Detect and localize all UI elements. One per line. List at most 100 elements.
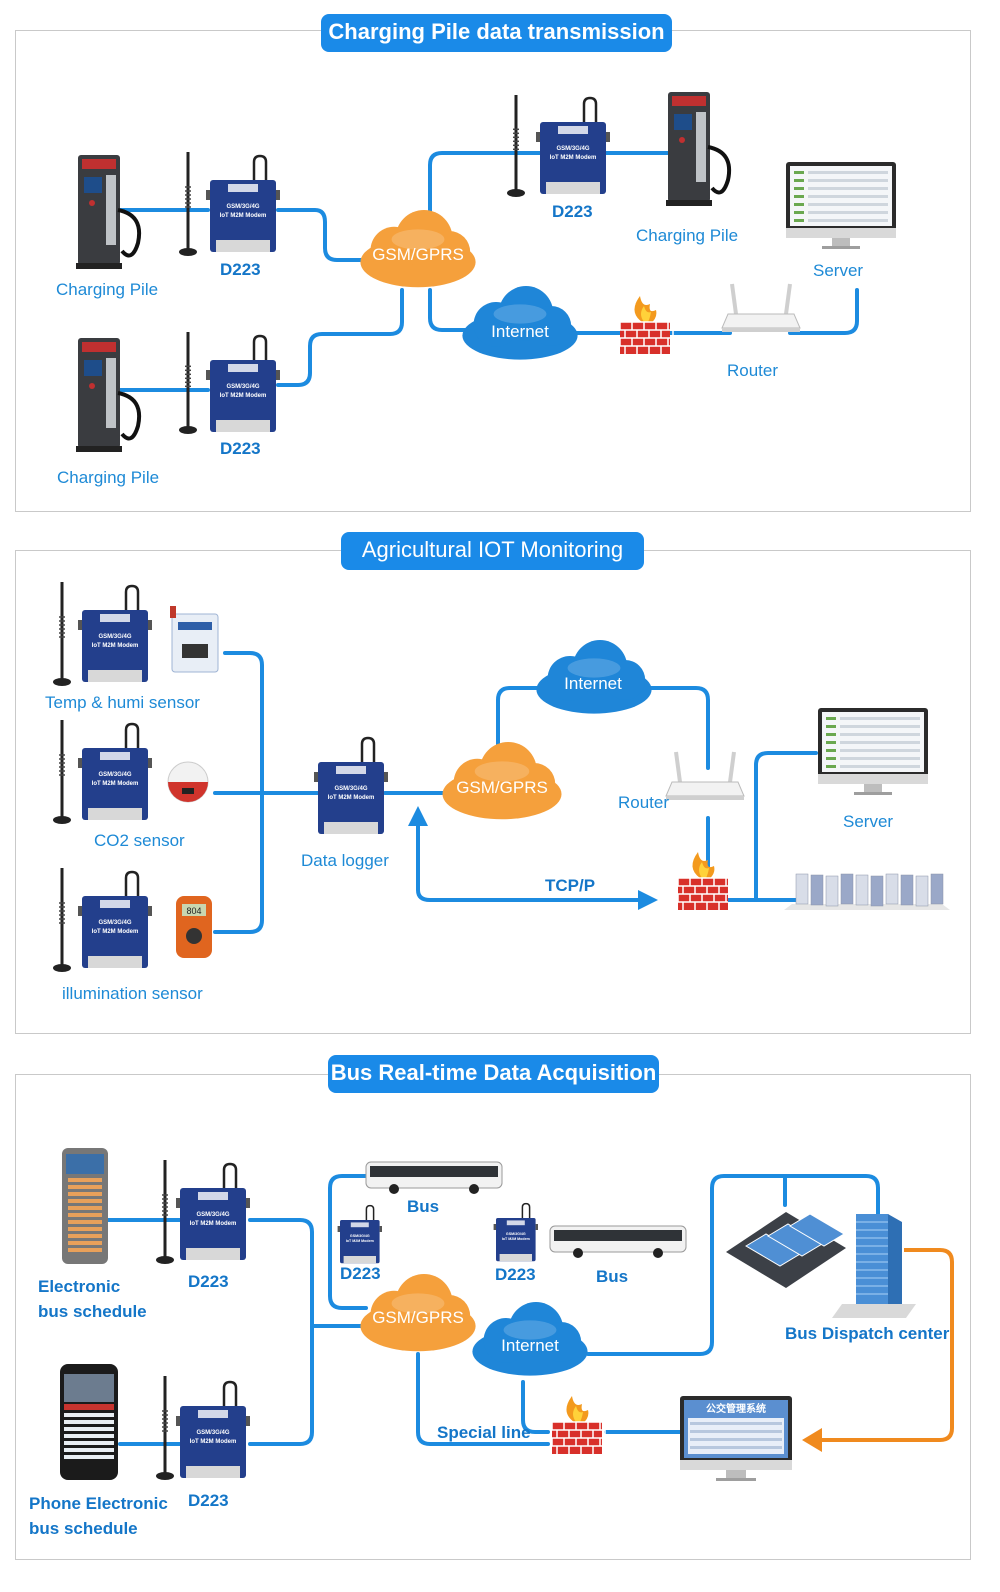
label-d223-7: D223 (495, 1265, 536, 1284)
cloud-internet-icon-2 (536, 640, 652, 714)
section-title-bus: Bus Real-time Data Acquisition (328, 1055, 659, 1093)
firewall-icon-1 (619, 296, 674, 354)
arrow-right-icon (638, 890, 658, 910)
line-gsm-internet (428, 288, 472, 332)
label-bus-1: Bus (407, 1197, 440, 1216)
svg-text:GSM/3G/4G: GSM/3G/4G (98, 772, 131, 778)
temp-sensor-icon (170, 606, 219, 673)
antenna-icon-1 (179, 152, 197, 256)
antenna-icon-7 (156, 1160, 174, 1264)
line-internet-router2 (646, 686, 710, 770)
svg-text:GSM/3G/4G: GSM/3G/4G (334, 786, 367, 792)
svg-text:GSM/3G/4G: GSM/3G/4G (98, 634, 131, 640)
label-d223-1: D223 (220, 260, 261, 279)
label-electronic-2: bus schedule (38, 1302, 147, 1321)
line-modem1-gsm (276, 208, 368, 262)
phone-schedule-icon (60, 1364, 118, 1480)
label-d223-5: D223 (188, 1491, 229, 1510)
svg-text:IoT M2M Modem: IoT M2M Modem (190, 1221, 237, 1227)
firewall-icon-2 (677, 852, 732, 910)
bus-icon-1 (365, 1161, 503, 1194)
antenna-icon-8 (156, 1376, 174, 1480)
line-router-server (788, 288, 859, 335)
data-logger-icon: GSM/3G/4G IoT M2M Modem (314, 736, 388, 834)
label-tcpip: TCP/P (545, 876, 596, 895)
label-phone-1: Phone Electronic (29, 1494, 168, 1513)
cloud-internet-label-3: Internet (501, 1336, 559, 1355)
svg-text:IoT M2M Modem: IoT M2M Modem (220, 213, 267, 219)
line-modem-bus-gsm (248, 1218, 314, 1446)
line-gsm-internet2 (496, 686, 542, 747)
dispatch-building-icon (832, 1214, 916, 1318)
cloud-internet-icon-1 (462, 286, 578, 360)
label-server-1: Server (813, 261, 864, 280)
label-router-1: Router (727, 361, 779, 380)
electronic-schedule-icon (62, 1148, 108, 1264)
label-d223-6: D223 (340, 1264, 381, 1283)
label-electronic-1: Electronic (38, 1277, 121, 1296)
svg-text:GSM/3G/4G: GSM/3G/4G (226, 384, 259, 390)
cloud-internet-icon-3 (472, 1302, 588, 1376)
label-charging-pile-1: Charging Pile (56, 280, 159, 299)
svg-text:IoT M2M Modem: IoT M2M Modem (92, 929, 139, 935)
server-icon-1 (786, 162, 896, 249)
firewall-icon-3 (551, 1396, 606, 1454)
label-dispatch: Bus Dispatch center (785, 1324, 950, 1343)
router-icon-2 (665, 751, 745, 800)
label-illum-sensor: illumination sensor (62, 984, 203, 1003)
charging-pile-icon-3 (666, 92, 731, 206)
antenna-icon-3 (507, 95, 525, 197)
cloud-internet-label-2: Internet (564, 674, 622, 693)
label-data-logger: Data logger (301, 851, 389, 870)
line-internet-firewall3 (521, 1380, 550, 1434)
cloud-internet-label-1: Internet (491, 322, 549, 341)
dispatch-campus-icon (726, 1212, 846, 1288)
svg-text:GSM/3G/4G: GSM/3G/4G (196, 1212, 229, 1218)
co2-sensor-icon (167, 761, 209, 803)
modem-icon-3: GSM/3G/4G IoT M2M Modem (536, 96, 610, 194)
line-gsm-special (416, 1352, 550, 1446)
line-logger-tcp (416, 818, 642, 902)
bus-icon-2 (549, 1225, 687, 1258)
label-temp-sensor: Temp & humi sensor (45, 693, 200, 712)
line-internet-dispatch (586, 1174, 880, 1356)
svg-text:GSM/3G/4G: GSM/3G/4G (350, 1234, 370, 1238)
panel-charging-pile (15, 30, 971, 512)
charging-pile-icon-1 (76, 155, 141, 269)
antenna-icon-5 (53, 720, 71, 824)
line-dispatch-monitor-orange (820, 1248, 954, 1442)
cloud-gsm-label-2: GSM/GPRS (456, 778, 548, 797)
label-d223-4: D223 (188, 1272, 229, 1291)
svg-text:IoT M2M Modem: IoT M2M Modem (328, 795, 375, 801)
antenna-icon-4 (53, 582, 71, 686)
cloud-gsm-icon-1 (360, 210, 476, 288)
svg-text:GSM/3G/4G: GSM/3G/4G (556, 146, 589, 152)
svg-text:IoT M2M Modem: IoT M2M Modem (190, 1439, 237, 1445)
cloud-gsm-icon-3 (360, 1274, 476, 1352)
label-phone-2: bus schedule (29, 1519, 138, 1538)
line-gsm-bus1 (328, 1174, 370, 1310)
svg-text:IoT M2M Modem: IoT M2M Modem (550, 155, 597, 161)
label-d223-3: D223 (552, 202, 593, 221)
label-charging-pile-3: Charging Pile (636, 226, 739, 245)
svg-text:IoT M2M Modem: IoT M2M Modem (502, 1237, 530, 1241)
cloud-gsm-icon-2 (442, 742, 562, 820)
label-special-line: Special line (437, 1423, 531, 1442)
label-router-2: Router (618, 793, 670, 812)
illum-meter-icon: 804 (176, 896, 212, 958)
modem-icon-7: GSM/3G/4G IoT M2M Modem (176, 1162, 250, 1260)
line-gsm-modem3 (428, 151, 542, 224)
label-bus-2: Bus (596, 1267, 629, 1286)
svg-text:公交管理系统: 公交管理系统 (706, 1402, 766, 1415)
svg-text:GSM/3G/4G: GSM/3G/4G (196, 1430, 229, 1436)
label-charging-pile-2: Charging Pile (57, 468, 160, 487)
